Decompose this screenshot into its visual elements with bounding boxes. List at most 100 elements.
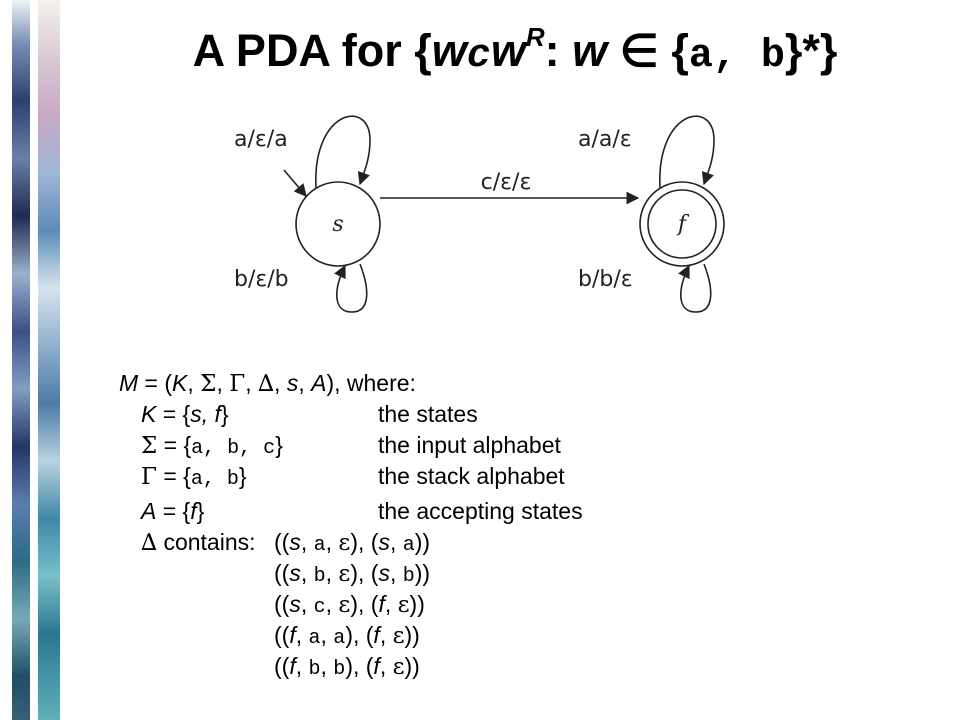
row-a-desc: the accepting states [378,498,583,524]
row-k-value: s, f [190,401,221,427]
t2-read: b [313,565,326,588]
row-k-end: } [220,401,229,427]
header-sep5: , [298,370,312,396]
t1-from: s [289,529,301,555]
title-colon: : [544,25,573,76]
row-k-desc: the states [378,401,478,427]
loop-s-top [315,115,371,189]
header-delta: ∆ [257,371,275,397]
row-a-eq: = { [156,498,191,524]
t3-pop: ε [338,592,351,618]
header-k: K [172,370,188,396]
t5-pop: b [333,658,346,681]
title-in: ∈ { [607,25,689,76]
transition-row-5: ((f, b, b), (f, ε)) [119,651,420,682]
contains-label: contains: [157,529,256,555]
row-gamma-end: } [238,463,247,489]
edge-s-to-f-label: c/ε/ε [481,170,532,195]
loop-s-top-label: a/ε/a [234,127,288,152]
loop-f-top [659,115,715,189]
loop-f-top-label: a/a/ε [578,127,632,152]
state-s-label: s [332,212,343,237]
loop-s-bottom [334,263,368,313]
definition-row-gamma: Γ = {a, b} the stack alphabet [119,461,565,495]
definition-row-a: A = {f} the accepting states [119,496,583,527]
header-sep4: , [274,370,287,396]
title-sup: R [525,22,545,52]
row-k-lhs: K = {s, f} [141,399,229,430]
title-alphabet: a, b [688,34,785,79]
t4-from: f [289,622,296,648]
t2-to: s [378,560,390,586]
header-sigma: Σ [200,371,217,397]
t2-pop: ε [338,561,351,587]
t5-to: f [373,653,380,679]
t2-push: b [402,565,415,588]
transition-row-3: ((s, c, ε), (f, ε)) [119,589,425,620]
t2-from: s [289,560,301,586]
row-a-symbol: A [141,498,157,524]
loop-f-bottom [678,263,712,313]
transition-row-2: ((s, b, ε), (s, b)) [119,558,430,589]
row-k-symbol: K [141,401,157,427]
transition-5: ((f, b, b), (f, ε)) [274,653,420,681]
header-sep1: , [187,370,201,396]
header-close: ), where: [326,370,416,396]
header-m: M [119,370,139,396]
row-a-value: f [190,498,197,524]
row-a-lhs: A = {f} [141,496,204,527]
row-gamma-desc: the stack alphabet [378,463,565,489]
row-k-eq: = { [156,401,191,427]
state-f-inner-circle [647,189,717,259]
t4-pop: a [333,627,346,650]
t1-to: s [378,529,390,555]
row-sigma-value: a, b, c [191,437,276,460]
pda-definition: M = (K, Σ, Γ, ∆, s, A), where: K = {s, f… [119,368,583,682]
transition-4: ((f, a, a), (f, ε)) [274,622,420,650]
decorative-strip-left [12,0,30,720]
transition-1: ((s, a, ε), (s, a)) [274,529,431,557]
title-c: c [466,34,491,79]
row-sigma-symbol: Σ [141,433,158,459]
slide-title: A PDA for {wcwR: w ∈ {a, b}*} [0,22,960,79]
header-open: = ( [138,370,173,396]
delta-symbol: ∆ [141,530,158,556]
t1-push: a [402,534,415,557]
state-f-label: f [676,212,690,237]
t1-read: a [313,534,326,557]
t3-from: s [289,591,301,617]
transition-row-1: ∆ contains: ((s, a, ε), (s, a)) [119,527,430,559]
transition-2: ((s, b, ε), (s, b)) [274,560,431,588]
row-sigma-eq: = { [157,432,192,458]
definition-header: M = (K, Σ, Γ, ∆, s, A), where: [119,368,416,399]
header-gamma: Γ [229,371,246,397]
row-sigma-desc: the input alphabet [378,432,561,458]
transition-row-4: ((f, a, a), (f, ε)) [119,620,420,651]
t4-read: a [308,627,321,650]
loop-s-bottom-label: b/ε/b [234,267,289,292]
t5-read: b [308,658,321,681]
t5-push: ε [392,654,405,680]
t3-push: ε [397,592,410,618]
definition-row-k: K = {s, f} the states [119,399,478,430]
decorative-strip-right [38,0,60,720]
start-arrow [283,169,307,197]
row-gamma-lhs: Γ = {a, b} [141,461,247,495]
header-s: s [286,370,299,396]
t4-push: ε [392,623,405,649]
pda-state-diagram: s f c/ε/ε a/ε/a b/ε/b a/a/ε b/b/ε [234,115,725,313]
t4-to: f [373,622,380,648]
loop-f-bottom-label: b/b/ε [578,267,633,292]
row-gamma-symbol: Γ [141,464,157,490]
t3-to: f [378,591,385,617]
title-w1: w [431,25,467,76]
title-suffix: }*} [784,25,838,76]
t5-from: f [289,653,296,679]
title-w3: w [572,25,608,76]
delta-contains: ∆ contains: [141,527,256,559]
t1-pop: ε [338,530,351,556]
row-sigma-end: } [275,432,283,458]
t3-read: c [313,596,326,619]
row-gamma-value: a, b [190,468,239,491]
header-sep3: , [245,370,258,396]
